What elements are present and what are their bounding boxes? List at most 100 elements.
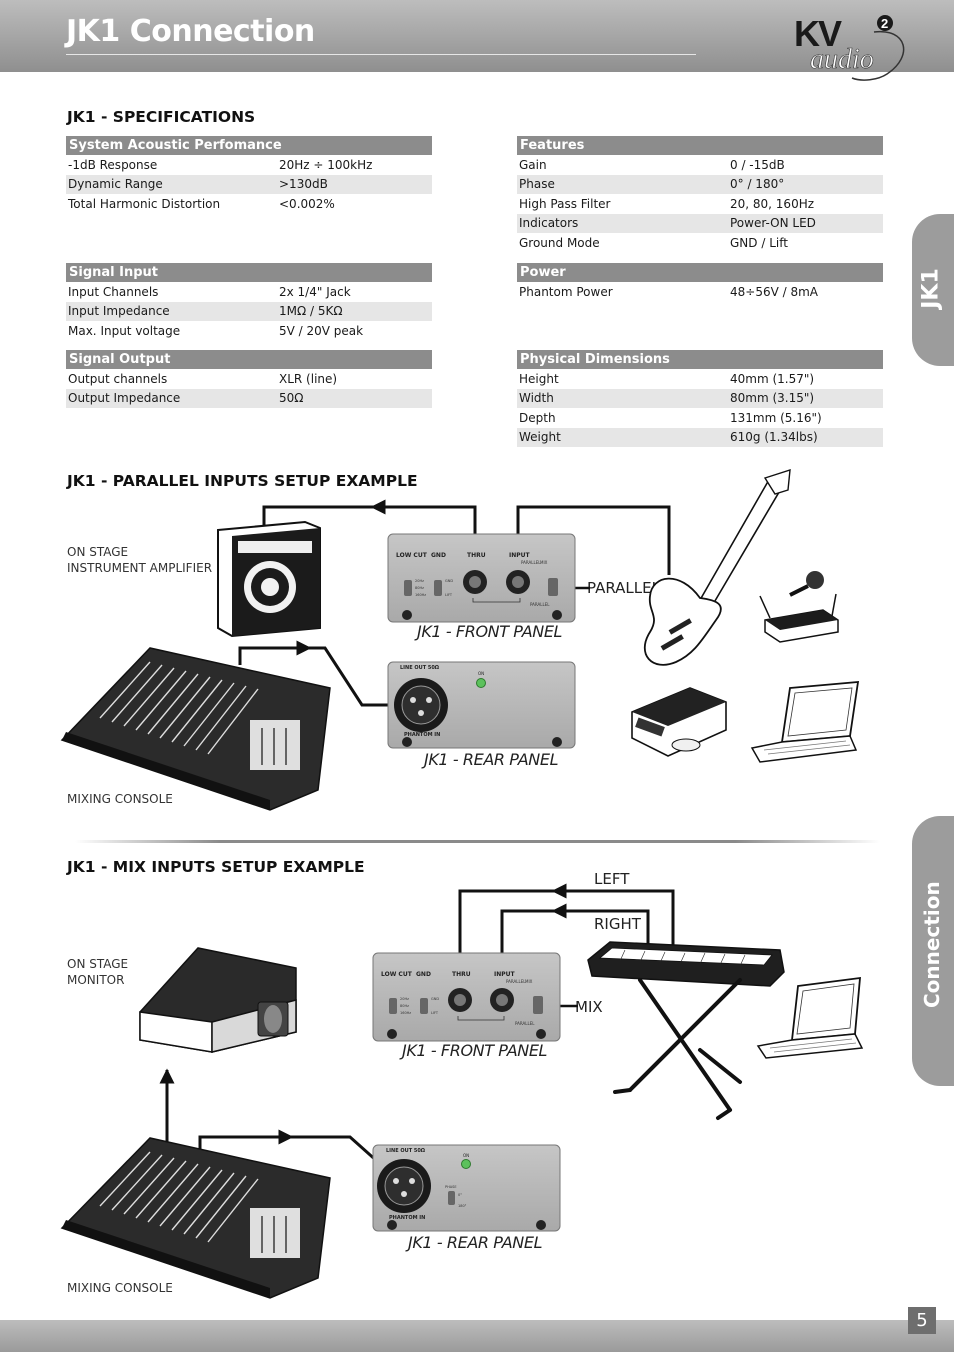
amplifier-label-line1: ON STAGE <box>67 545 129 559</box>
logo-sub: audio <box>810 44 874 75</box>
spec-table-title: Signal Input <box>66 263 432 282</box>
panel2-low-cut-label: LOW CUT <box>381 971 413 978</box>
mixing-console-label-1: MIXING CONSOLE <box>67 792 173 806</box>
rear2-phase-label: PHASE <box>445 1185 457 1189</box>
monitor-label-line1: ON STAGE <box>67 957 129 971</box>
rear-line-out-label: LINE OUT 50Ω <box>400 665 440 671</box>
cable-rear-to-console <box>238 640 393 707</box>
panel-80hz-label: 80Hz <box>415 586 424 590</box>
mixing-console-label-2: MIXING CONSOLE <box>67 1281 173 1295</box>
keyboard-on-stand-icon <box>587 941 785 1120</box>
side-tab-jk1[interactable]: JK1 <box>912 214 954 366</box>
spec-table-title: Power <box>517 263 883 282</box>
spec-value: 40mm (1.57") <box>730 371 815 386</box>
spec-table-title: Physical Dimensions <box>517 350 883 369</box>
monitor-label-line2: MONITOR <box>67 973 125 987</box>
spec-value: XLR (line) <box>279 371 338 386</box>
spec-key: Max. Input voltage <box>68 323 181 338</box>
spec-key: Phantom Power <box>519 284 613 299</box>
spec-key: Depth <box>519 410 556 425</box>
rear-on-label: ON <box>478 671 484 676</box>
rear2-0deg-label: 0° <box>458 1193 462 1197</box>
spec-value: 131mm (5.16") <box>730 410 822 425</box>
spec-value: GND / Lift <box>730 235 788 250</box>
jk1-front-panel-1 <box>387 533 576 623</box>
kv2-audio-logo: KV audio 2 <box>794 13 905 81</box>
left-channel-label: LEFT <box>594 870 630 888</box>
page-footer <box>0 1320 954 1352</box>
jk1-front-panel-2 <box>372 952 561 1042</box>
section-divider <box>75 840 880 843</box>
spec-row: Depth 131mm (5.16") <box>517 408 883 428</box>
panel2-20hz-label: 20Hz <box>400 997 409 1001</box>
jk1-rear-panel-2 <box>372 1144 561 1232</box>
panel2-parallel-label: PARALLEL <box>506 979 526 984</box>
page-header: JK1 Connection <box>0 0 954 72</box>
rear-panel-caption-2: JK1 - REAR PANEL <box>408 1233 543 1252</box>
panel-input-label: INPUT <box>509 552 531 559</box>
spec-table-title: Features <box>517 136 883 155</box>
wireless-mic-receiver-icon <box>759 571 839 643</box>
page-title: JK1 Connection <box>66 14 315 49</box>
mixing-console-icon-1 <box>60 647 331 811</box>
laptop-icon-2 <box>756 976 864 1059</box>
spec-key: Total Harmonic Distortion <box>68 196 221 211</box>
panel-lift-label: LIFT <box>445 593 453 597</box>
spec-row: Ground Mode GND / Lift <box>517 233 883 253</box>
panel-160hz-label: 160Hz <box>415 593 426 597</box>
instrument-amplifier-icon <box>217 520 321 638</box>
rear-panel-caption-1: JK1 - REAR PANEL <box>424 750 559 769</box>
spec-value: 48÷56V / 8mA <box>730 284 819 299</box>
rear2-on-label: ON <box>463 1153 469 1158</box>
spec-key: Height <box>519 371 559 386</box>
specifications-heading: JK1 - SPECIFICATIONS <box>67 108 256 126</box>
right-channel-label: RIGHT <box>594 915 641 933</box>
side-tab-connection[interactable]: Connection <box>912 816 954 1086</box>
spec-table-title: System Acoustic Perfomance <box>66 136 432 155</box>
page-number: 5 <box>908 1307 936 1334</box>
panel2-80hz-label: 80Hz <box>400 1004 409 1008</box>
spec-key: -1dB Response <box>68 157 158 172</box>
spec-key: Weight <box>519 430 561 445</box>
laptop-icon-1 <box>750 681 860 763</box>
spec-value: 80mm (3.15") <box>730 391 815 406</box>
amplifier-label: ON STAGE INSTRUMENT AMPLIFIER <box>67 544 212 576</box>
rear2-phantom-in-label: PHANTOM IN <box>389 1215 425 1221</box>
spec-value: >130dB <box>279 177 328 192</box>
spec-value: 0° / 180° <box>730 177 785 192</box>
jk1-rear-panel-1 <box>387 661 576 749</box>
panel-20hz-label: 20Hz <box>415 579 424 583</box>
spec-table-power: Power Phantom Power 48÷56V / 8mA <box>517 263 883 302</box>
monitor-label: ON STAGE MONITOR <box>67 956 128 988</box>
spec-key: Ground Mode <box>519 235 600 250</box>
front-panel-caption-2: JK1 - FRONT PANEL <box>402 1041 548 1060</box>
spec-row: Total Harmonic Distortion <0.002% <box>66 194 432 214</box>
spec-value: 2x 1/4" Jack <box>279 284 351 299</box>
spec-value: 20, 80, 160Hz <box>730 196 815 211</box>
spec-key: Indicators <box>519 216 579 231</box>
spec-value: 0 / -15dB <box>730 157 785 172</box>
rear2-180deg-label: 180° <box>458 1204 467 1208</box>
mixing-console-icon-2 <box>60 1137 331 1299</box>
panel2-lift-label: LIFT <box>431 1011 439 1015</box>
bass-guitar-icon <box>643 469 791 666</box>
rear-phantom-in-label: PHANTOM IN <box>404 732 440 738</box>
amplifier-label-line2: INSTRUMENT AMPLIFIER <box>67 561 213 575</box>
spec-key: High Pass Filter <box>519 196 611 211</box>
rear2-line-out-label: LINE OUT 50Ω <box>386 1148 426 1154</box>
spec-row: Phantom Power 48÷56V / 8mA <box>517 282 883 302</box>
stage-monitor-icon <box>139 947 297 1053</box>
spec-value: <0.002% <box>279 196 335 211</box>
